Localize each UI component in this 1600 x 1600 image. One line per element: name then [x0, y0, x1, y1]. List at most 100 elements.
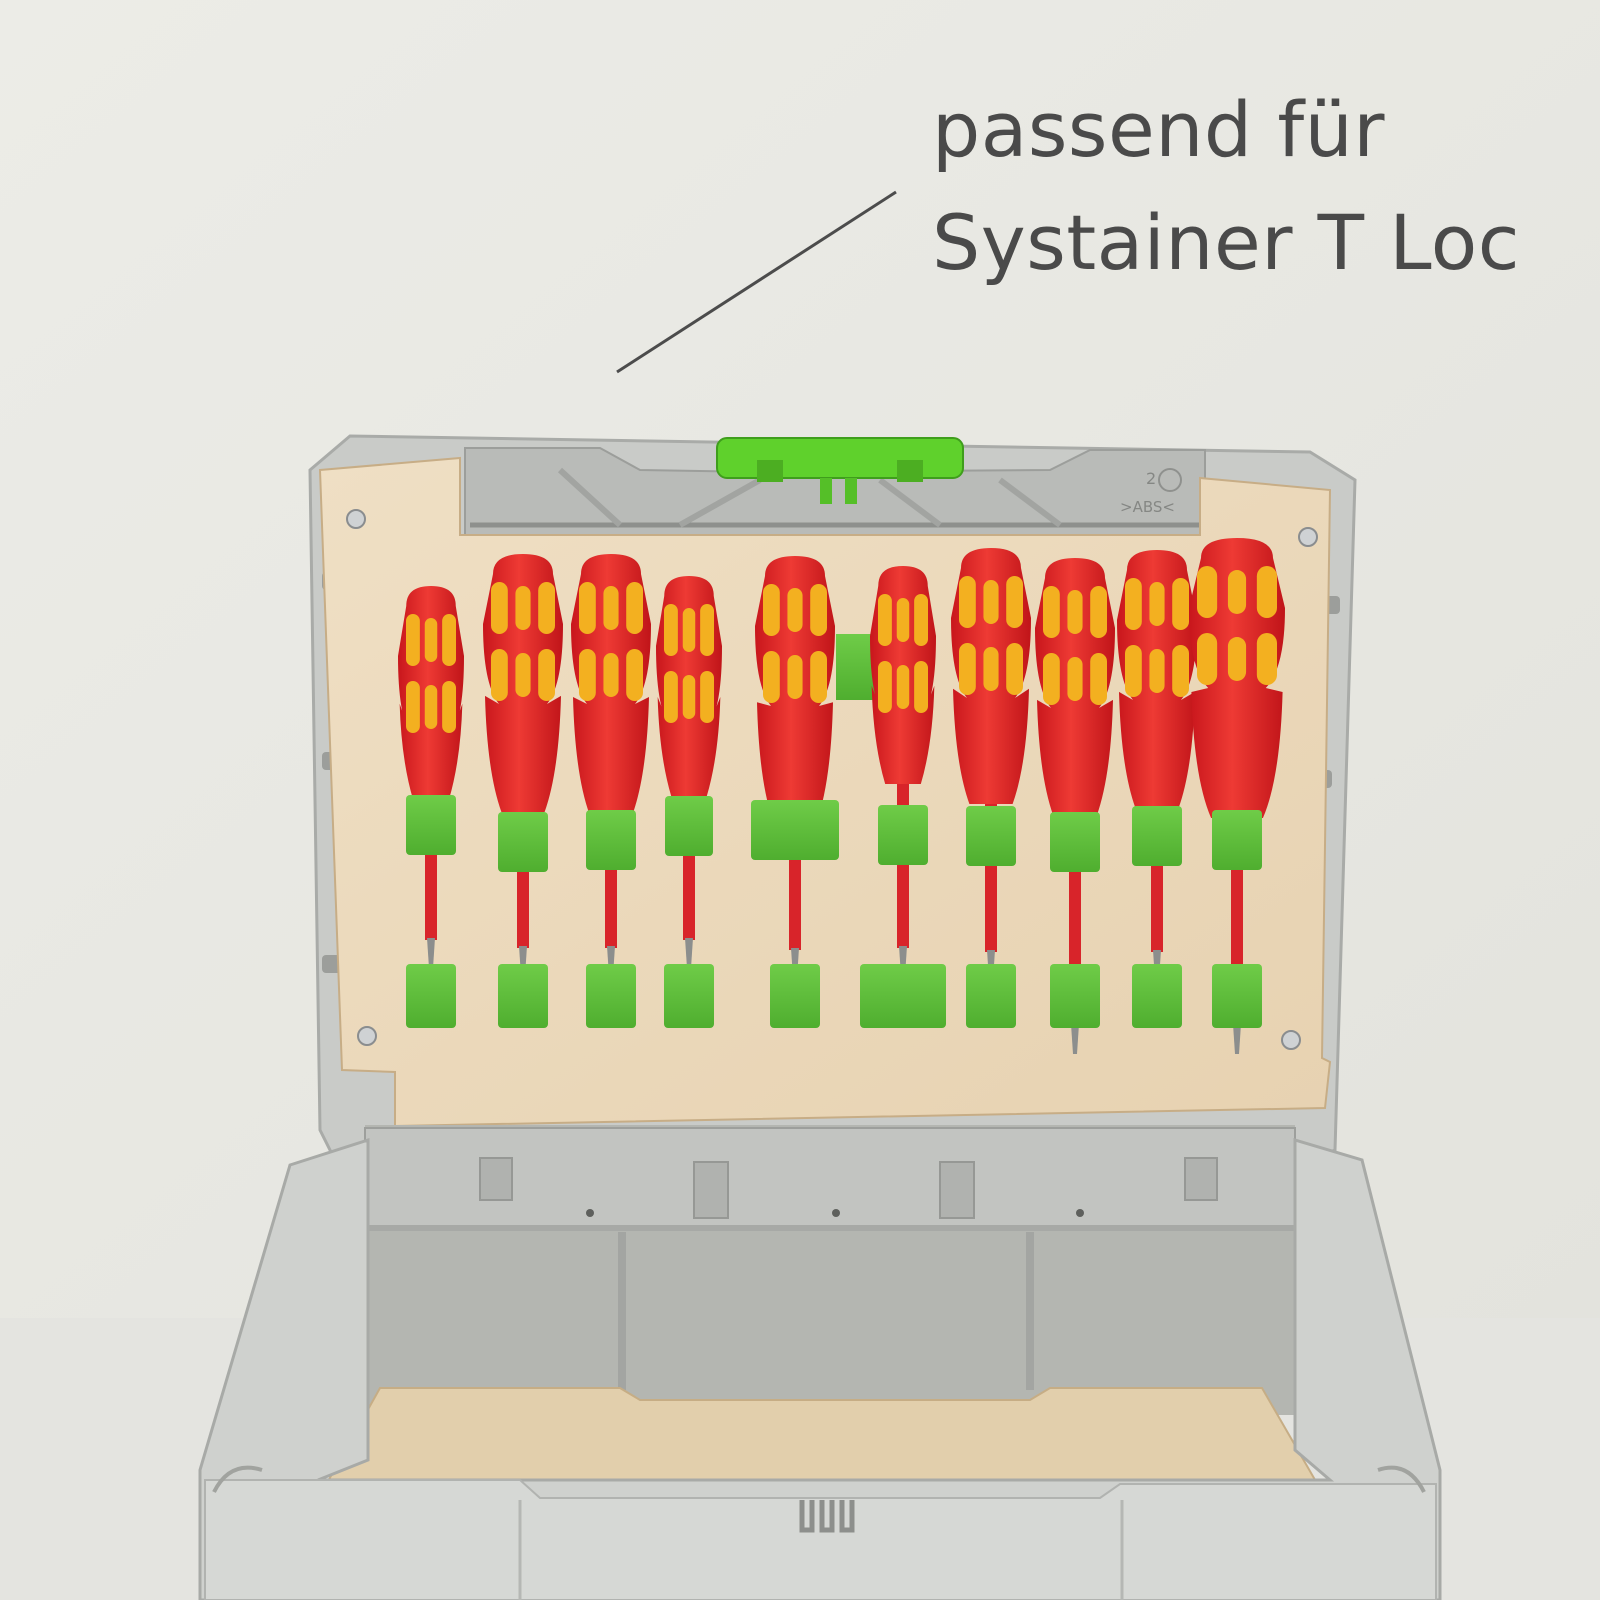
grip-inlay — [442, 614, 456, 666]
grip-inlay — [1090, 653, 1107, 705]
screw-icon — [1281, 1030, 1301, 1050]
holder-lower — [1050, 964, 1100, 1028]
grip-inlay — [878, 661, 892, 713]
screwdriver-set — [398, 538, 1285, 1054]
screwdriver-tip — [685, 938, 693, 968]
grip-inlay — [603, 653, 619, 697]
grip-inlay — [1197, 566, 1218, 618]
screwdriver-tip — [1233, 1024, 1241, 1054]
grip-inlay — [406, 614, 420, 666]
holder-spacer — [836, 634, 876, 700]
grip-inlay — [1090, 586, 1107, 638]
grip-inlay — [579, 582, 596, 634]
holder-upper — [586, 810, 636, 870]
holder-upper — [1050, 812, 1100, 872]
grip-inlay — [603, 586, 619, 630]
screwdriver — [951, 548, 1031, 1028]
panel-screws — [346, 509, 1318, 1050]
grip-inlay — [1125, 578, 1142, 630]
grip-inlay — [1172, 645, 1189, 697]
holder-lower — [770, 964, 820, 1028]
annotation-line-1: passend für — [932, 85, 1386, 174]
grip-inlay — [538, 649, 555, 701]
grip-inlay — [1067, 590, 1083, 634]
grip-inlay — [406, 681, 420, 733]
grip-inlay — [787, 588, 803, 632]
grip-inlay — [1149, 649, 1165, 693]
holder-upper — [1212, 810, 1262, 870]
grip-inlay — [1006, 576, 1023, 628]
grip-inlay — [664, 604, 678, 656]
annotation-pointer-line — [616, 190, 897, 374]
screwdriver — [571, 554, 651, 1028]
holder-upper — [1132, 806, 1182, 866]
screwdriver — [483, 554, 563, 1028]
grip-inlay — [424, 685, 438, 729]
grip-inlay — [424, 618, 438, 662]
screw-icon — [1298, 527, 1318, 547]
screwdriver — [751, 556, 839, 1028]
holder-lower — [860, 964, 946, 1028]
grip-inlay — [442, 681, 456, 733]
holder-lower — [1132, 964, 1182, 1028]
grip-inlay — [983, 580, 999, 624]
screwdriver — [1035, 558, 1115, 1054]
body-floor-insert — [320, 1387, 1324, 1493]
grip-inlay — [959, 576, 976, 628]
holder-upper — [751, 800, 839, 860]
grip-inlay — [1256, 566, 1277, 618]
grip-inlay — [896, 665, 910, 709]
grip-inlay — [579, 649, 596, 701]
holder-upper — [498, 812, 548, 872]
grip-inlay — [896, 598, 910, 642]
grip-inlay — [914, 661, 928, 713]
screwdriver — [1189, 538, 1285, 1054]
grip-inlay — [491, 582, 508, 634]
grip-inlay — [810, 651, 827, 703]
screwdriver-tip — [1071, 1024, 1079, 1054]
latch-clip — [716, 437, 964, 504]
grip-inlay — [682, 675, 696, 719]
recycle-number: 2 — [1146, 469, 1156, 488]
grip-inlay — [515, 586, 531, 630]
grip-inlay — [700, 604, 714, 656]
annotation-line-2: Systainer T Loc — [932, 198, 1521, 287]
grip-inlay — [1006, 643, 1023, 695]
material-marking: >ABS< — [1120, 498, 1175, 516]
grip-inlay — [1043, 586, 1060, 638]
grip-inlay — [1197, 633, 1218, 685]
grip-inlay — [1227, 637, 1247, 681]
systainer-lid: 2 >ABS< — [308, 434, 1357, 1162]
screwdriver — [398, 586, 464, 1028]
grip-inlay — [787, 655, 803, 699]
holder-lower — [586, 964, 636, 1028]
screwdriver-tip — [427, 938, 435, 968]
holder-lower — [406, 964, 456, 1028]
recycle-symbol-icon — [1158, 468, 1182, 492]
screw-icon — [346, 509, 366, 529]
grip-inlay — [983, 647, 999, 691]
holder-lower — [498, 964, 548, 1028]
grip-inlay — [810, 584, 827, 636]
grip-inlay — [1067, 657, 1083, 701]
body-hinge-rail — [364, 1127, 1296, 1227]
holder-lower — [966, 964, 1016, 1028]
screwdriver — [1117, 550, 1197, 1028]
grip-inlay — [515, 653, 531, 697]
grip-inlay — [1043, 653, 1060, 705]
grip-inlay — [626, 582, 643, 634]
holder-lower — [1212, 964, 1262, 1028]
grip-inlay — [700, 671, 714, 723]
holder-lower — [664, 964, 714, 1028]
screwdriver — [860, 566, 946, 1028]
grip-inlay — [763, 584, 780, 636]
grip-inlay — [959, 643, 976, 695]
holder-upper — [878, 805, 928, 865]
grip-inlay — [1149, 582, 1165, 626]
holder-upper — [665, 796, 713, 856]
grip-inlay — [1125, 645, 1142, 697]
grip-inlay — [763, 651, 780, 703]
grip-inlay — [626, 649, 643, 701]
holder-upper — [966, 806, 1016, 866]
